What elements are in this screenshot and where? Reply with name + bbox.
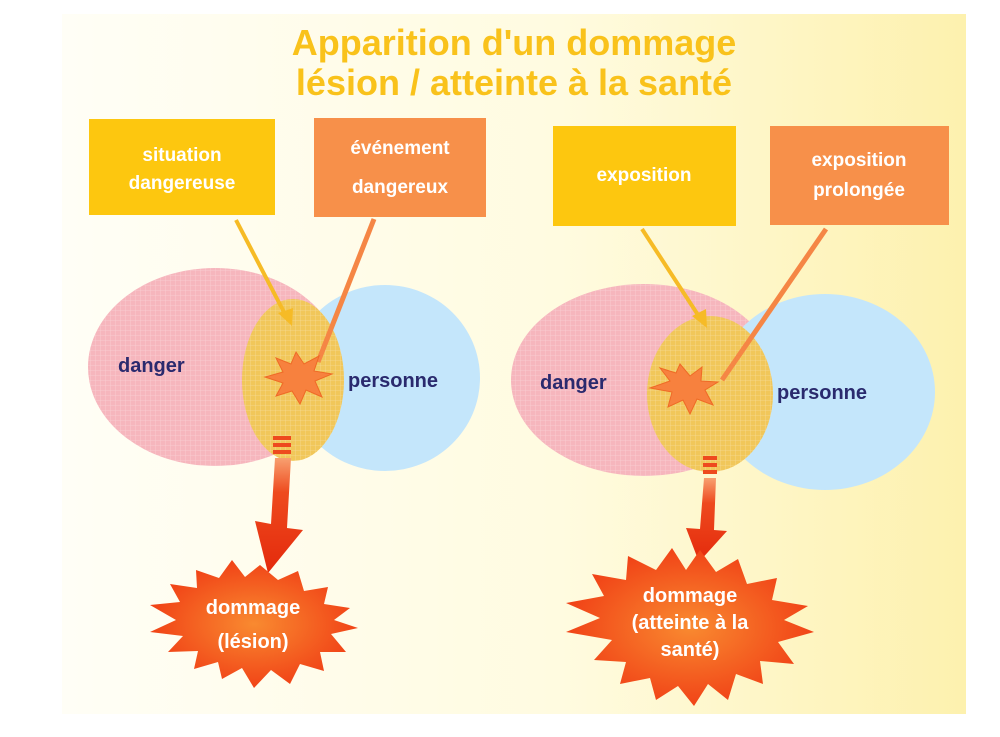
left-box-event-line2: dangereux [352,177,449,198]
right-diagram: danger personne exposition exposition pr… [511,126,949,706]
left-damage-arrow [255,458,303,573]
right-box-prolonged-line2: prolongée [813,180,905,201]
left-box-event-line1: événement [350,138,450,159]
right-damage-line1: dommage [643,585,737,607]
left-arrowhead-situation [278,308,293,326]
left-person-circle [290,285,480,471]
right-arrow-dashes [703,456,717,474]
right-exposure-burst [648,363,720,416]
left-box-situation-line1: situation [142,145,221,166]
left-damage-line1: dommage [206,597,300,619]
left-damage-line2: (lésion) [217,631,288,653]
right-danger-label: danger [540,372,607,394]
right-damage-line2: (atteinte à la [632,612,750,634]
left-box-situation [89,119,275,215]
left-person-label: personne [348,370,438,392]
title-line-2: lésion / atteinte à la santé [296,62,732,103]
right-damage-line3: santé) [661,639,720,661]
left-damage-star [150,560,358,688]
left-arrow-event [315,218,377,363]
left-diagram: danger personne situation dangereuse évé… [88,118,486,688]
right-arrow-prolonged [719,227,829,382]
right-box-exposure-line1: exposition [596,165,691,186]
left-danger-label: danger [118,355,185,377]
left-box-situation-line2: dangereuse [129,173,236,194]
right-box-prolonged [770,126,949,225]
title-line-1: Apparition d'un dommage [292,22,737,63]
right-person-label: personne [777,382,867,404]
right-box-prolonged-line1: exposition [811,150,906,171]
right-person-circle [715,294,935,490]
left-box-event [314,118,486,217]
left-arrow-dashes [273,436,291,454]
right-arrowhead-exposure [692,309,707,328]
left-event-burst [263,350,334,406]
right-box-exposure [553,126,736,226]
left-arrow-situation [234,219,288,317]
right-overlap-texture [647,316,773,472]
right-arrow-exposure [640,227,702,320]
right-damage-star [566,548,814,706]
right-damage-arrow [686,478,727,562]
